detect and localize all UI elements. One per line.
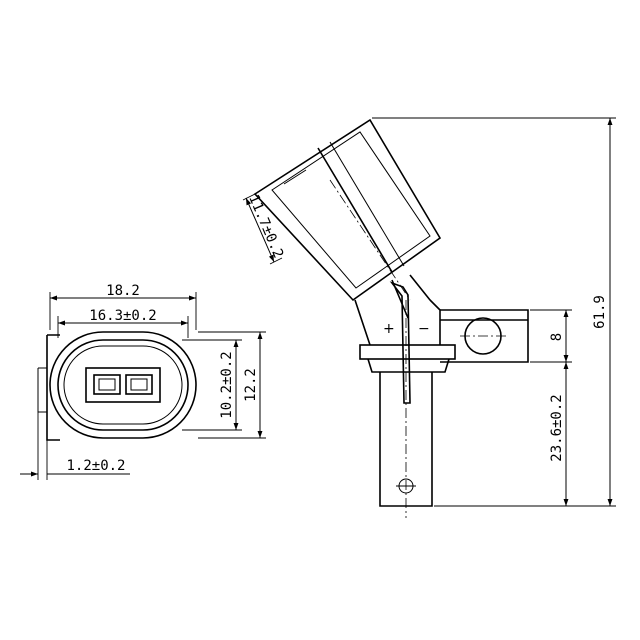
polarity-positive-label: + — [383, 321, 395, 337]
dim-outer-width-label: 18.2 — [106, 283, 140, 299]
connector-flange-tab — [37, 367, 47, 413]
terminal-pin-right-inner — [130, 378, 148, 391]
connector-middle-oval — [57, 339, 189, 431]
dim-outer-height: 12.2 — [198, 331, 266, 439]
terminal-pin-left-inner — [98, 378, 116, 391]
connector-inner-oval — [63, 345, 183, 425]
dim-inner-width: 16.3±0.2 — [57, 308, 189, 338]
dim-inner-height-label: 10.2±0.2 — [219, 351, 235, 418]
dim-total-height: 61.9 — [372, 117, 616, 507]
dim-total-height-label: 61.9 — [592, 295, 608, 329]
dim-bracket-height-label: 8 — [549, 333, 565, 341]
sensor-connector-head — [253, 118, 442, 302]
sensor-side-view: + − 11.7±0.2 — [242, 117, 616, 518]
dim-head-width: 11.7±0.2 — [242, 192, 286, 265]
dim-probe-length-label: 23.6±0.2 — [549, 394, 565, 461]
mounting-bracket — [440, 309, 529, 363]
sensor-probe — [379, 300, 433, 518]
dim-probe-length: 23.6±0.2 — [549, 362, 569, 506]
sensor-neck: + − — [354, 274, 441, 404]
dim-bracket-height: 8 — [530, 309, 572, 363]
dim-inner-width-label: 16.3±0.2 — [89, 308, 156, 324]
sensor-collar — [359, 344, 456, 373]
connector-face-view: 18.2 16.3±0.2 10.2±0.2 12.2 — [20, 283, 266, 480]
dim-inner-height: 10.2±0.2 — [182, 339, 242, 431]
connector-outer-oval — [49, 331, 197, 439]
dim-outer-width: 18.2 — [49, 283, 197, 330]
polarity-negative-label: − — [418, 321, 430, 337]
dim-outer-height-label: 12.2 — [243, 368, 259, 402]
dim-flange-thickness-label: 1.2±0.2 — [66, 458, 125, 474]
dim-flange-thickness: 1.2±0.2 — [20, 412, 130, 480]
terminal-pin-right — [125, 374, 153, 395]
terminal-pin-left — [93, 374, 121, 395]
dim-head-width-label: 11.7±0.2 — [245, 192, 286, 260]
terminal-housing — [85, 367, 161, 403]
